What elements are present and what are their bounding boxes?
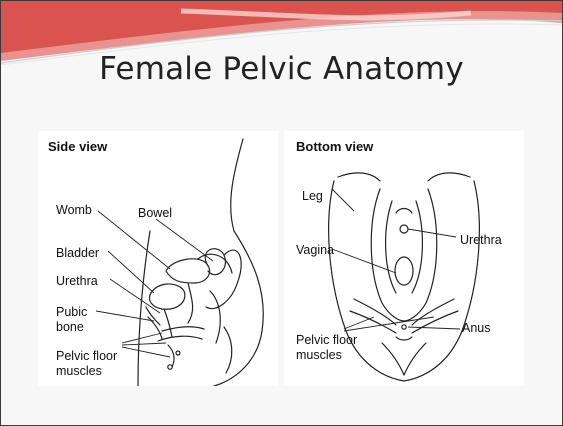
side-view-heading: Side view <box>48 139 107 154</box>
label-pubic-bone-line1: Pubic <box>56 305 87 319</box>
label-urethra-bottom: Urethra <box>460 233 502 247</box>
label-vagina: Vagina <box>296 243 334 257</box>
label-pubic-bone-line2: bone <box>56 320 84 334</box>
page-title: Female Pelvic Anatomy <box>1 51 562 87</box>
label-bowel: Bowel <box>138 206 172 220</box>
label-anus: Anus <box>462 321 491 335</box>
label-urethra-side: Urethra <box>56 274 98 288</box>
label-bladder: Bladder <box>56 246 99 260</box>
label-pelvic-floor-side-line2: muscles <box>56 364 102 378</box>
label-leg: Leg <box>302 189 323 203</box>
bottom-view-heading: Bottom view <box>296 139 373 154</box>
side-view-panel: Side view Womb Bowel Bladder Urethra Pub… <box>38 131 278 386</box>
bottom-view-panel: Bottom view Leg Urethra Vagina Anus Pelv… <box>284 131 524 386</box>
label-pelvic-floor-bottom-line2: muscles <box>296 348 342 362</box>
label-pelvic-floor-side-line1: Pelvic floor <box>56 349 117 363</box>
label-womb: Womb <box>56 203 92 217</box>
label-pelvic-floor-bottom-line1: Pelvic floor <box>296 333 357 347</box>
